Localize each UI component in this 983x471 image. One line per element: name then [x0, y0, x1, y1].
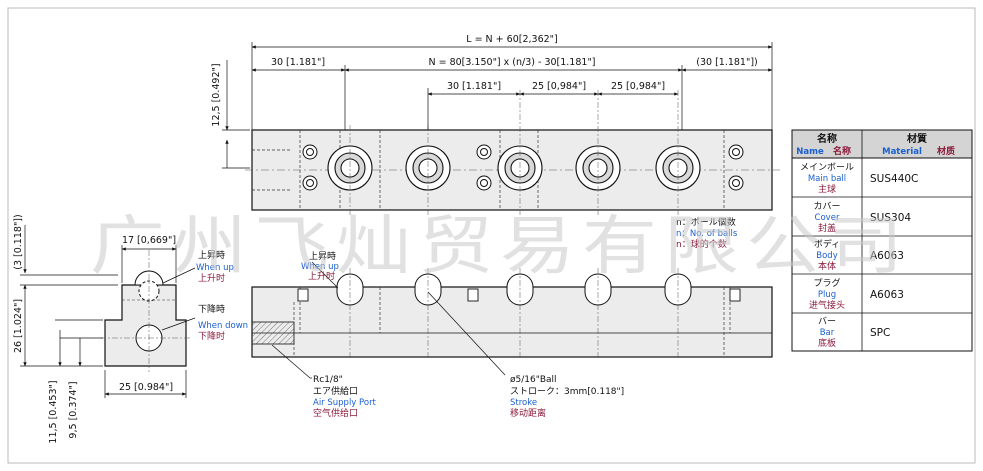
dim-side-lower-2: 9,5 [0.374"] — [68, 381, 79, 438]
top-view — [245, 90, 780, 215]
front-view — [251, 268, 773, 360]
side-view — [100, 250, 190, 372]
n-note-jp: n：ボール個数 — [676, 216, 736, 228]
ball-stroke-jp: ストローク：3mm[0.118"] — [510, 386, 624, 397]
dim-side-top-offset: (3 [0.118"]) — [13, 214, 24, 269]
side-dimensions — [20, 225, 196, 398]
front-up-cn: 上升时 — [308, 270, 335, 282]
dim-left-end: 30 [1.181"] — [271, 57, 325, 68]
dim-overall-length: L = N + 60[2,362"] — [466, 34, 557, 45]
row-name-jp: カバー — [813, 201, 840, 212]
front-up-en: When up — [301, 262, 339, 272]
row-name-cn: 封盖 — [818, 222, 836, 234]
row-name-en: Main ball — [808, 174, 846, 184]
dim-right-end: (30 [1.181"]) — [696, 57, 758, 68]
page-border — [7, 7, 976, 464]
table-body — [791, 157, 973, 352]
row-name-cn: 底板 — [818, 337, 836, 349]
top-dimensions — [222, 42, 773, 169]
row-material: SPC — [870, 327, 890, 339]
mounting-holes — [302, 144, 744, 191]
dim-first-ball-pitch: 30 [1.181"] — [447, 81, 501, 92]
table-header-material-en: Material — [882, 147, 922, 157]
dim-side-lower-1: 11,5 [0.453"] — [48, 380, 59, 443]
dim-pitch-formula: N = 80[3.150"] x (n/3) - 30[1.181"] — [428, 57, 595, 68]
dim-side-height: 26 [1.024"] — [13, 299, 24, 353]
top-view-port-hidden — [252, 149, 290, 191]
table-row: メインボール Main ball 主球 SUS440C — [800, 162, 918, 195]
watermark: 广州飞灿贸易有限公司 — [90, 210, 910, 284]
row-material: A6063 — [870, 289, 904, 301]
front-callout-leaders — [271, 261, 506, 379]
row-name-jp: バー — [818, 316, 836, 327]
table-header-name-cn: 名称 — [833, 145, 851, 157]
table-row: ボディ Body 本体 A6063 — [814, 238, 904, 272]
table-header-material-jp: 材質 — [907, 132, 927, 145]
dim-top-height: 12,5 [0.492"] — [211, 63, 222, 126]
table-row: プラグ Plug 进气接头 A6063 — [809, 277, 904, 311]
dim-ball-pitch-1: 25 [0,984"] — [532, 81, 586, 92]
front-up-jp: 上昇時 — [309, 251, 336, 262]
ball-stroke-cn: 移动距离 — [510, 407, 546, 419]
dim-side-width-top: 17 [0,669"] — [122, 235, 176, 246]
n-note-cn: n：球的个数 — [676, 238, 727, 250]
table-row: バー Bar 底板 SPC — [818, 316, 890, 349]
row-name-jp: プラグ — [813, 277, 840, 289]
row-name-cn: 进气接头 — [809, 299, 845, 311]
dim-side-width-bottom: 25 [0.984"] — [119, 382, 173, 393]
air-port-cn: 空气供给口 — [313, 407, 358, 419]
row-material: A6063 — [870, 250, 904, 262]
table-header-name-jp: 名称 — [817, 132, 837, 145]
side-up-jp: 上昇時 — [198, 250, 225, 261]
side-up-cn: 上升时 — [198, 272, 225, 284]
air-port-jp: エア供給口 — [313, 385, 358, 397]
side-down-jp: 下降時 — [198, 303, 225, 315]
row-name-jp: ボディ — [814, 238, 840, 250]
n-note-en: n：No. of balls — [676, 229, 738, 239]
side-up-en: When up — [196, 263, 234, 273]
row-name-en: Body — [816, 251, 837, 261]
table-row: カバー Cover 封盖 SUS304 — [813, 201, 911, 234]
side-down-cn: 下降时 — [198, 330, 225, 342]
row-material: SUS304 — [870, 212, 911, 224]
row-material: SUS440C — [870, 173, 918, 185]
air-port-size: Rc1/8" — [313, 375, 343, 385]
row-name-cn: 本体 — [818, 260, 836, 272]
material-table: 名称 Name 名称 材質 Material 材质 メインボール Main ba… — [791, 129, 973, 352]
row-name-jp: メインボール — [800, 162, 854, 173]
air-supply-port — [251, 321, 295, 345]
side-down-en: When down — [198, 321, 248, 331]
row-name-en: Cover — [815, 213, 840, 223]
dim-ball-pitch-2: 25 [0,984"] — [611, 81, 665, 92]
ball-stroke-en: Stroke — [510, 398, 537, 408]
air-port-en: Air Supply Port — [313, 398, 377, 408]
ball-size: ø5/16"Ball — [510, 375, 557, 385]
table-header-name-en: Name — [796, 147, 824, 157]
row-name-en: Plug — [818, 290, 836, 300]
table-header-material-cn: 材质 — [936, 145, 955, 157]
row-name-cn: 主球 — [818, 183, 836, 195]
row-name-en: Bar — [820, 328, 835, 338]
table-header-bg — [791, 129, 973, 159]
